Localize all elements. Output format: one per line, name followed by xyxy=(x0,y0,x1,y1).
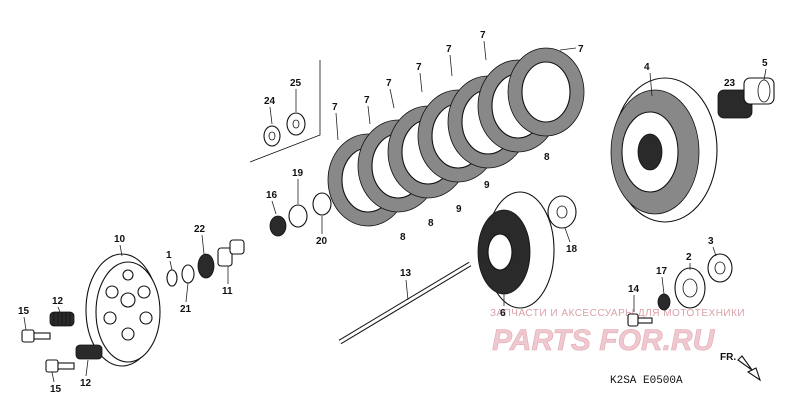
callout-1: 1 xyxy=(166,250,172,261)
callout-8: 8 xyxy=(428,218,434,229)
callout-2: 2 xyxy=(686,252,692,263)
callout-4: 4 xyxy=(644,62,650,73)
callout-9: 9 xyxy=(456,204,462,215)
thrust-washer-18 xyxy=(547,195,577,229)
callout-24: 24 xyxy=(264,96,276,107)
callout-9: 9 xyxy=(484,180,490,191)
callout-8: 8 xyxy=(400,232,406,243)
section-divider xyxy=(249,60,321,163)
callout-20: 20 xyxy=(316,236,328,247)
callout-7: 7 xyxy=(446,44,452,55)
lifter-piece xyxy=(217,239,245,267)
drawing-code: K2SA E0500A xyxy=(610,375,683,387)
callout-21: 21 xyxy=(180,304,192,315)
callout-7: 7 xyxy=(416,62,422,73)
front-direction-arrow: FR. xyxy=(720,352,762,382)
oil-pump-drive-gear xyxy=(674,267,706,309)
callout-23: 23 xyxy=(724,78,736,89)
callout-3: 3 xyxy=(708,236,714,247)
callout-17: 17 xyxy=(656,266,668,277)
callout-7: 7 xyxy=(364,95,370,106)
bolt-14 xyxy=(627,313,653,327)
svg-text:FR.: FR. xyxy=(720,352,736,363)
outer-guide-collar xyxy=(743,77,775,105)
callout-22: 22 xyxy=(194,224,206,235)
callout-6-center: 6 xyxy=(500,308,506,319)
lock-washer-19 xyxy=(288,204,308,228)
callout-25: 25 xyxy=(290,78,302,89)
washer-21 xyxy=(181,264,195,284)
callout-16: 16 xyxy=(266,190,278,201)
bearing-16 xyxy=(269,215,287,237)
callout-14: 14 xyxy=(628,284,640,295)
washer-20 xyxy=(312,192,332,216)
callout-15: 15 xyxy=(50,384,62,395)
washer-17 xyxy=(657,293,671,311)
friction-disc-stack xyxy=(327,47,585,227)
callout-8: 8 xyxy=(544,152,550,163)
bolt-upper xyxy=(21,329,51,343)
clutch-outer xyxy=(610,77,718,223)
pressure-plate xyxy=(85,253,161,367)
callout-7: 7 xyxy=(480,30,486,41)
clutch-center xyxy=(477,191,555,309)
clutch-spring-lower xyxy=(75,344,103,360)
bolt-lower xyxy=(45,359,75,373)
needle-bearing-22 xyxy=(197,253,215,279)
callout-7: 7 xyxy=(332,102,338,113)
callout-13: 13 xyxy=(400,268,412,279)
callout-19: 19 xyxy=(292,168,304,179)
lock-washer-25 xyxy=(286,112,306,136)
callout-12: 12 xyxy=(52,296,64,307)
callout-18: 18 xyxy=(566,244,578,255)
watermark-logo: PARTS FOR.RU xyxy=(492,324,716,357)
callout-15: 15 xyxy=(18,306,30,317)
callout-10: 10 xyxy=(114,234,126,245)
bearing-3 xyxy=(707,253,733,283)
watermark-tagline: ЗАПЧАСТИ И АКСЕССУАРЫ ДЛЯ МОТОТЕХНИКИ xyxy=(490,308,745,319)
snap-ring xyxy=(166,269,178,287)
callout-6: 5 xyxy=(762,58,768,69)
washer-24 xyxy=(263,125,281,147)
callout-12: 12 xyxy=(80,378,92,389)
callout-7: 7 xyxy=(578,44,584,55)
callout-11: 11 xyxy=(222,286,233,297)
clutch-spring-upper xyxy=(49,311,75,327)
callout-7: 7 xyxy=(386,78,392,89)
